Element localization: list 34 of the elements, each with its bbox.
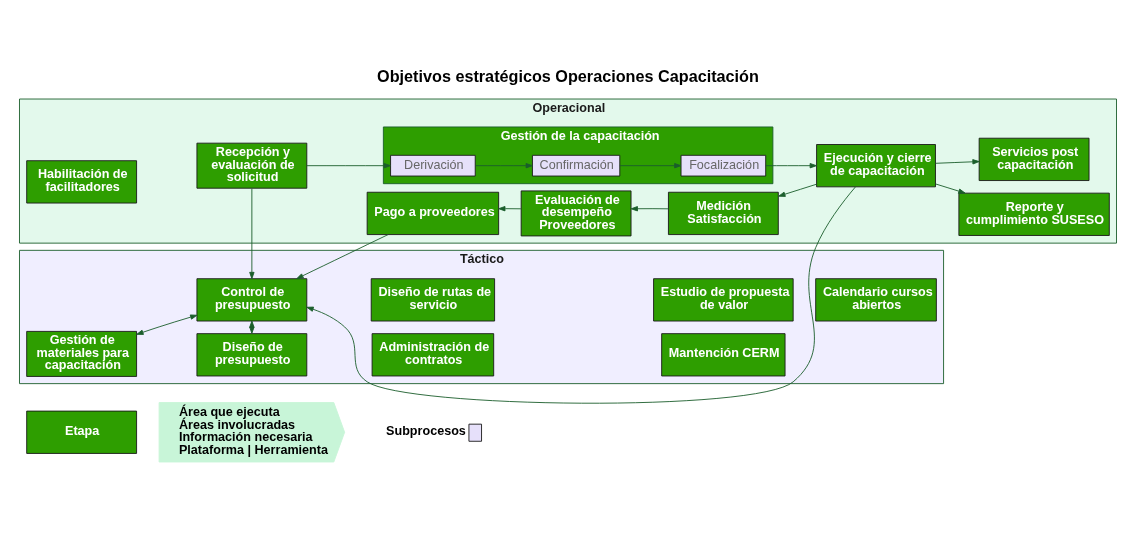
diagram-title: Objetivos estratégicos Operaciones Capacitación: [377, 66, 759, 85]
arrow: [475, 162, 533, 168]
arrow: [498, 205, 522, 211]
node-box: Servicios post capacitación: [978, 137, 1090, 181]
arrow: [778, 183, 817, 197]
arrow: [296, 233, 389, 279]
node-box: Medición Satisfacción: [667, 191, 779, 235]
legend-label: Subprocesos: [386, 423, 466, 438]
node-box: Confirmación: [531, 154, 621, 176]
node-box: Etapa: [26, 410, 138, 454]
node-box: Mantención CERM: [661, 332, 786, 376]
arrow: [136, 314, 198, 335]
node-box: Recepción y evaluación de solicitud: [196, 142, 308, 189]
node-box: Gestión de materiales para capacitación: [26, 330, 138, 377]
node-box: Administración de contratos: [371, 332, 495, 376]
arrow: [306, 162, 391, 168]
arrow: [619, 162, 682, 168]
arrow: [935, 158, 980, 164]
node-box: Calendario cursos abiertos: [815, 277, 937, 321]
node-box: Habilitación de facilitadores: [26, 159, 138, 203]
node-box: Derivación: [390, 154, 476, 176]
node-box: Focalización: [680, 154, 767, 176]
node-box: Control de presupuesto: [196, 277, 308, 321]
node-box: Evaluación de desempeño Proveedores: [520, 189, 632, 236]
node-box: Diseño de rutas de servicio: [370, 277, 496, 321]
node-box: Estudio de propuesta de valor: [653, 277, 794, 321]
node-box: Diseño de presupuesto: [196, 332, 308, 376]
node-box: Ejecución y cierre de capacitación: [816, 143, 936, 187]
arrow: [630, 205, 669, 211]
arrow: [935, 182, 966, 194]
arrow: [249, 187, 255, 279]
node-box: Reporte y cumplimiento SUSESO: [958, 192, 1110, 236]
arrow: [765, 162, 817, 168]
node-box: Pago a proveedores: [366, 191, 500, 235]
